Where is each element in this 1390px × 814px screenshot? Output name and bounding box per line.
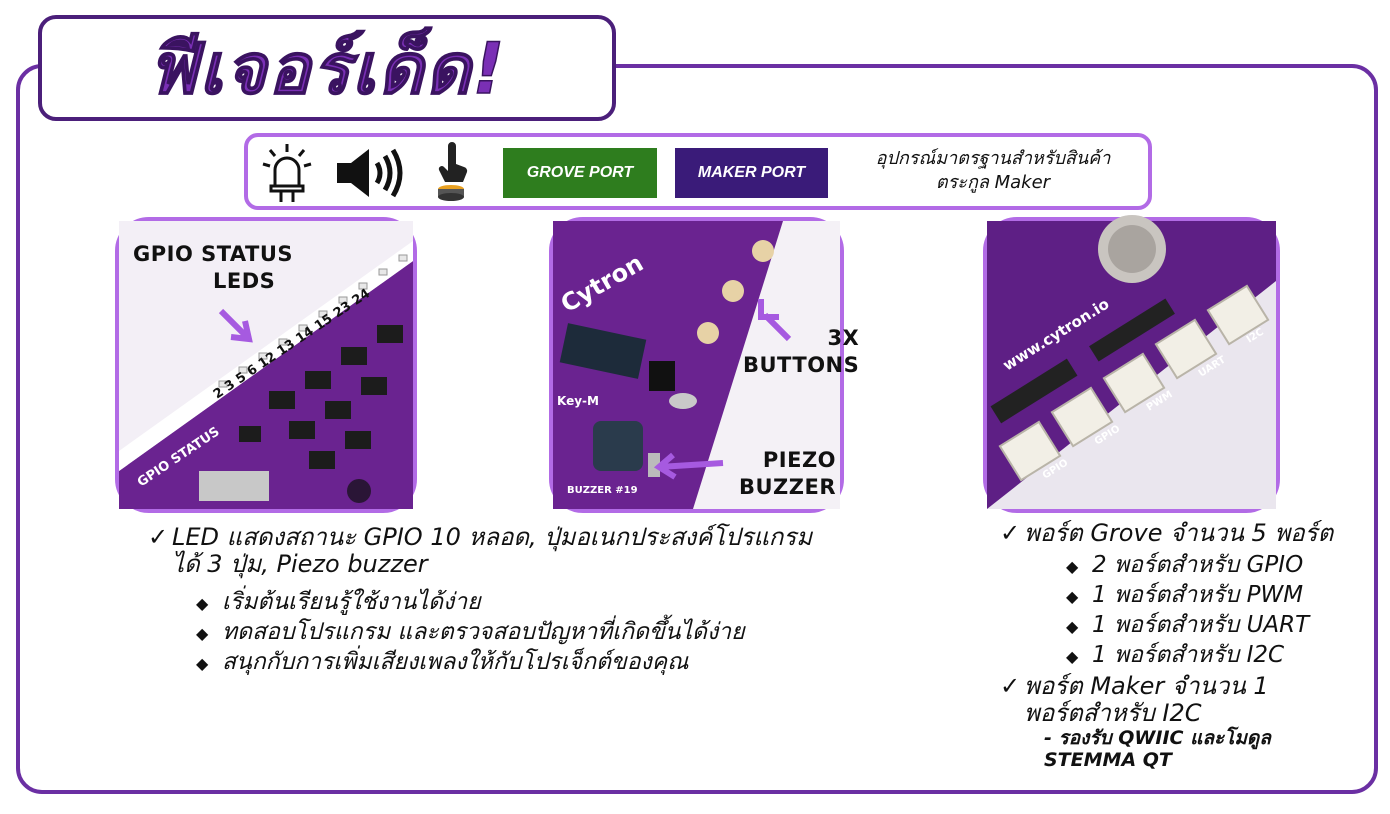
bar-caption-line1: อุปกรณ์มาตรฐานสำหรับสินค้า xyxy=(875,148,1111,169)
buttons-piezo-photo: Cytron Key-M BUZZER #19 3X BUTTONS PIEZO… xyxy=(549,217,859,513)
grove-sub-item: ◆ 2 พอร์ตสำหรับ GPIO xyxy=(1066,551,1370,581)
grove-ports-photo: www.cytron.io GPIO GPIO PWM UART I2C xyxy=(983,215,1280,513)
grove-sub-item: ◆ 1 พอร์ตสำหรับ I2C xyxy=(1066,641,1370,671)
left-sub-list: ◆ เริ่มต้นเรียนรู้ใช้งานได้ง่าย ◆ ทดสอบโปร… xyxy=(148,588,908,678)
title-box: ฟีเจอร์เด็ด! xyxy=(38,15,616,121)
left-main-line2: ได้ 3 ปุ่ม, Piezo buzzer xyxy=(172,550,428,578)
piezo-annotation-line1: PIEZO xyxy=(762,448,837,472)
led-icon xyxy=(258,142,316,208)
grove-sub-list: ◆ 2 พอร์ตสำหรับ GPIO ◆ 1 พอร์ตสำหรับ PWM ◆… xyxy=(1000,551,1370,671)
grove-sub-text: 1 พอร์ตสำหรับ I2C xyxy=(1092,642,1285,668)
diamond-bullet-icon: ◆ xyxy=(1066,647,1079,666)
diamond-bullet-icon: ◆ xyxy=(1066,557,1079,576)
right-feature-list: ✓พอร์ต Grove จำนวน 5 พอร์ต ◆2 พอร์ตสำหรั… xyxy=(1000,520,1370,772)
maker-note-line1: - รองรับ QWIIC และโมดูล xyxy=(1044,727,1271,749)
diamond-bullet-icon: ◆ xyxy=(1066,587,1079,606)
diamond-bullet-icon: ◆ xyxy=(196,654,209,673)
gpio-annotation-line2: LEDS xyxy=(213,269,276,293)
maker-main-item: ✓พอร์ต Maker จำนวน 1 xyxy=(1000,673,1370,700)
left-sub-text: สนุกกับการเพิ่มเสียงเพลงให้กับโปรเจ็กต์ข… xyxy=(222,649,689,675)
check-icon: ✓ xyxy=(148,523,169,551)
grove-sub-text: 1 พอร์ตสำหรับ UART xyxy=(1092,612,1310,638)
feature-icon-bar: GROVE PORT MAKER PORT อุปกรณ์มาตรฐานสำหร… xyxy=(244,133,1152,210)
left-sub-item: ◆ สนุกกับการเพิ่มเสียงเพลงให้กับโปรเจ็กต์… xyxy=(196,648,908,678)
maker-main-line1: พอร์ต Maker จำนวน 1 xyxy=(1024,672,1269,700)
buttons-annotation-line2: BUTTONS xyxy=(743,353,860,377)
gpio-annotation-line1: GPIO STATUS xyxy=(133,242,294,266)
gpio-leds-photo: GPIO STATUS 2 3 5 6 12 13 14 15 23 24 GP… xyxy=(115,217,417,513)
page-title: ฟีเจอร์เด็ด! xyxy=(147,27,507,111)
left-main-item: ✓LED แสดงสถานะ GPIO 10 หลอด, ปุ่มอเนกประ… xyxy=(148,524,908,551)
diamond-bullet-icon: ◆ xyxy=(196,594,209,613)
left-sub-item: ◆ ทดสอบโปรแกรม และตรวจสอบปัญหาที่เกิดขึ้น… xyxy=(196,618,908,648)
piezo-annotation: PIEZO BUZZER xyxy=(739,447,836,501)
left-main-line1: LED แสดงสถานะ GPIO 10 หลอด, ปุ่มอเนกประส… xyxy=(172,523,813,551)
grove-sub-text: 1 พอร์ตสำหรับ PWM xyxy=(1092,582,1304,608)
piezo-annotation-line2: BUZZER xyxy=(739,475,837,499)
left-sub-item: ◆ เริ่มต้นเรียนรู้ใช้งานได้ง่าย xyxy=(196,588,908,618)
key-m-label: Key-M xyxy=(557,394,599,408)
left-sub-text: เริ่มต้นเรียนรู้ใช้งานได้ง่าย xyxy=(222,589,481,615)
diamond-bullet-icon: ◆ xyxy=(1066,617,1079,636)
gpio-annotation: GPIO STATUS LEDS xyxy=(133,241,293,295)
speaker-icon xyxy=(333,145,405,205)
grove-sub-text: 2 พอร์ตสำหรับ GPIO xyxy=(1092,552,1304,578)
grove-main-item: ✓พอร์ต Grove จำนวน 5 พอร์ต xyxy=(1000,520,1370,547)
push-button-icon xyxy=(433,142,469,206)
grove-sub-item: ◆ 1 พอร์ตสำหรับ UART xyxy=(1066,611,1370,641)
maker-note: - รองรับ QWIIC และโมดูล STEMMA QT xyxy=(1000,727,1370,771)
maker-main-line2: พอร์ตสำหรับ I2C xyxy=(1024,699,1202,727)
buzzer-board-label: BUZZER #19 xyxy=(567,485,638,496)
buttons-annotation-line1: 3X xyxy=(827,326,860,350)
bar-caption: อุปกรณ์มาตรฐานสำหรับสินค้า ตระกูล Maker xyxy=(843,147,1143,195)
bar-caption-line2: ตระกูล Maker xyxy=(935,172,1051,193)
grove-sub-item: ◆ 1 พอร์ตสำหรับ PWM xyxy=(1066,581,1370,611)
check-icon: ✓ xyxy=(1000,672,1021,700)
left-sub-text: ทดสอบโปรแกรม และตรวจสอบปัญหาที่เกิดขึ้นไ… xyxy=(222,619,745,645)
grove-main-text: พอร์ต Grove จำนวน 5 พอร์ต xyxy=(1024,519,1334,547)
left-feature-list: ✓LED แสดงสถานะ GPIO 10 หลอด, ปุ่มอเนกประ… xyxy=(148,524,908,678)
buttons-annotation: 3X BUTTONS xyxy=(743,325,859,379)
diamond-bullet-icon: ◆ xyxy=(196,624,209,643)
grove-port-badge: GROVE PORT xyxy=(503,148,657,198)
check-icon: ✓ xyxy=(1000,519,1021,547)
maker-port-badge: MAKER PORT xyxy=(675,148,828,198)
maker-note-line2: STEMMA QT xyxy=(1044,749,1172,771)
